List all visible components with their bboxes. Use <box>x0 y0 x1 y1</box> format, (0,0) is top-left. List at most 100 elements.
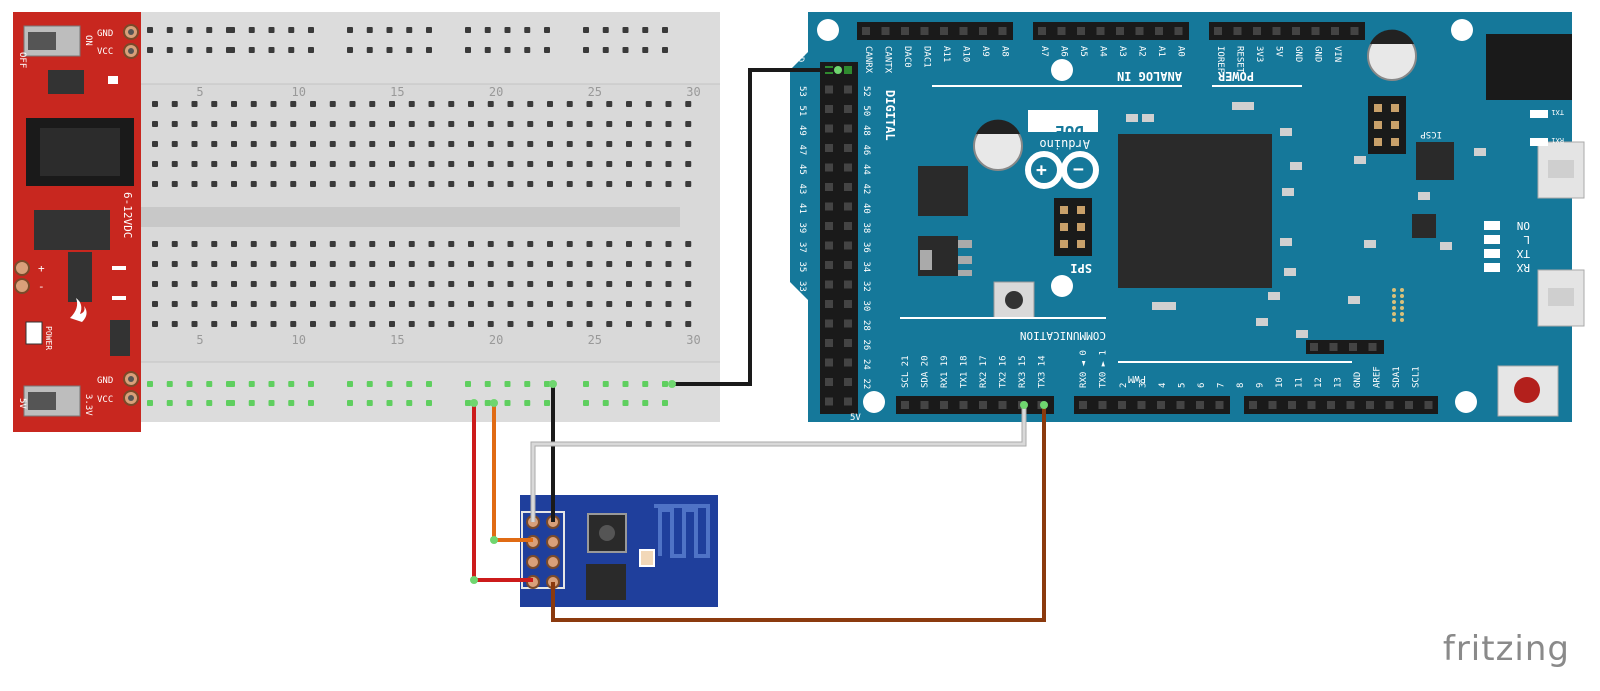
header-pin[interactable] <box>1385 401 1394 409</box>
header-pin[interactable] <box>825 85 833 94</box>
header-pin[interactable] <box>825 222 833 230</box>
header-pin[interactable] <box>825 202 833 211</box>
header-pin[interactable] <box>844 358 852 367</box>
header-pin[interactable] <box>1077 27 1085 35</box>
header-pin[interactable] <box>1038 27 1046 35</box>
header-pin[interactable] <box>825 397 833 406</box>
header-pin[interactable] <box>825 124 833 133</box>
header-pin[interactable] <box>1233 27 1242 35</box>
header-pin[interactable] <box>1098 401 1107 409</box>
header-pin[interactable] <box>1405 401 1413 409</box>
header-pin[interactable] <box>825 163 833 172</box>
header-pin[interactable] <box>1307 401 1316 409</box>
header-pin[interactable] <box>825 280 833 289</box>
header-pin[interactable] <box>1268 401 1277 409</box>
header-pin[interactable] <box>1135 27 1144 35</box>
header-pin[interactable] <box>825 339 833 347</box>
header-pin[interactable] <box>844 183 852 191</box>
header-pin[interactable] <box>1350 27 1359 35</box>
header-pin[interactable] <box>1196 401 1204 409</box>
header-pin[interactable] <box>1272 27 1281 35</box>
header-pin[interactable] <box>844 241 852 250</box>
header-pin[interactable] <box>1118 401 1126 409</box>
header-pin[interactable] <box>959 27 968 35</box>
header-pin[interactable] <box>844 66 852 74</box>
header-pin[interactable] <box>844 378 852 386</box>
header-pin[interactable] <box>844 319 852 328</box>
header-pin[interactable] <box>1327 401 1335 409</box>
header-pin[interactable] <box>920 27 929 35</box>
header-pin[interactable] <box>1116 27 1124 35</box>
header-pin[interactable] <box>1096 27 1105 35</box>
header-pin[interactable] <box>844 144 852 152</box>
header-pin[interactable] <box>1310 343 1318 351</box>
header-pin[interactable] <box>825 261 833 269</box>
header-pin[interactable] <box>1329 343 1338 351</box>
header-pin[interactable] <box>844 163 852 172</box>
header-pin[interactable] <box>1374 121 1382 129</box>
header-pin[interactable] <box>825 300 833 308</box>
header-pin[interactable] <box>1368 343 1377 351</box>
header-pin[interactable] <box>1346 401 1355 409</box>
header-pin[interactable] <box>998 27 1007 35</box>
header-pin[interactable] <box>998 401 1007 409</box>
header-pin[interactable] <box>1060 206 1068 214</box>
header-pin[interactable] <box>1391 104 1399 112</box>
header-pin[interactable] <box>1366 401 1374 409</box>
header-pin[interactable] <box>844 339 852 347</box>
header-pin[interactable] <box>979 401 987 409</box>
header-pin[interactable] <box>1214 27 1222 35</box>
header-pin[interactable] <box>1215 401 1224 409</box>
header-pin[interactable] <box>1391 138 1399 146</box>
header-pin[interactable] <box>844 280 852 289</box>
header-pin[interactable] <box>881 27 890 35</box>
header-pin[interactable] <box>1311 27 1320 35</box>
header-pin[interactable] <box>825 358 833 367</box>
header-pin[interactable] <box>844 397 852 406</box>
header-pin[interactable] <box>825 319 833 328</box>
header-pin[interactable] <box>940 27 948 35</box>
header-pin[interactable] <box>920 401 929 409</box>
header-pin[interactable] <box>1331 27 1339 35</box>
header-pin[interactable] <box>1292 27 1300 35</box>
header-pin[interactable] <box>1057 27 1066 35</box>
header-pin[interactable] <box>1288 401 1296 409</box>
header-pin[interactable] <box>1174 27 1183 35</box>
header-pin[interactable] <box>844 202 852 211</box>
header-pin[interactable] <box>1374 138 1382 146</box>
header-pin[interactable] <box>901 27 909 35</box>
header-pin[interactable] <box>825 241 833 250</box>
header-pin[interactable] <box>1176 401 1185 409</box>
header-pin[interactable] <box>1253 27 1261 35</box>
header-pin[interactable] <box>1374 104 1382 112</box>
header-pin[interactable] <box>825 378 833 386</box>
header-pin[interactable] <box>844 85 852 94</box>
header-pin[interactable] <box>844 222 852 230</box>
header-pin[interactable] <box>1137 401 1146 409</box>
header-pin[interactable] <box>940 401 948 409</box>
header-pin[interactable] <box>1060 223 1068 231</box>
header-pin[interactable] <box>1079 401 1087 409</box>
header-pin[interactable] <box>1060 240 1068 248</box>
header-pin[interactable] <box>844 261 852 269</box>
header-pin[interactable] <box>1077 240 1085 248</box>
header-pin[interactable] <box>1077 223 1085 231</box>
header-pin[interactable] <box>1077 206 1085 214</box>
header-pin[interactable] <box>1424 401 1433 409</box>
header-pin[interactable] <box>1155 27 1163 35</box>
header-pin[interactable] <box>1391 121 1399 129</box>
header-pin[interactable] <box>901 401 909 409</box>
header-pin[interactable] <box>1249 401 1257 409</box>
header-pin[interactable] <box>825 144 833 152</box>
header-pin[interactable] <box>862 27 870 35</box>
header-pin[interactable] <box>979 27 987 35</box>
header-pin[interactable] <box>844 124 852 133</box>
header-pin[interactable] <box>844 300 852 308</box>
header-pin[interactable] <box>1349 343 1357 351</box>
header-pin[interactable] <box>959 401 968 409</box>
header-pin[interactable] <box>844 105 852 113</box>
breadboard-hole <box>468 181 474 187</box>
header-pin[interactable] <box>825 105 833 113</box>
header-pin[interactable] <box>1157 401 1165 409</box>
header-pin[interactable] <box>825 183 833 191</box>
